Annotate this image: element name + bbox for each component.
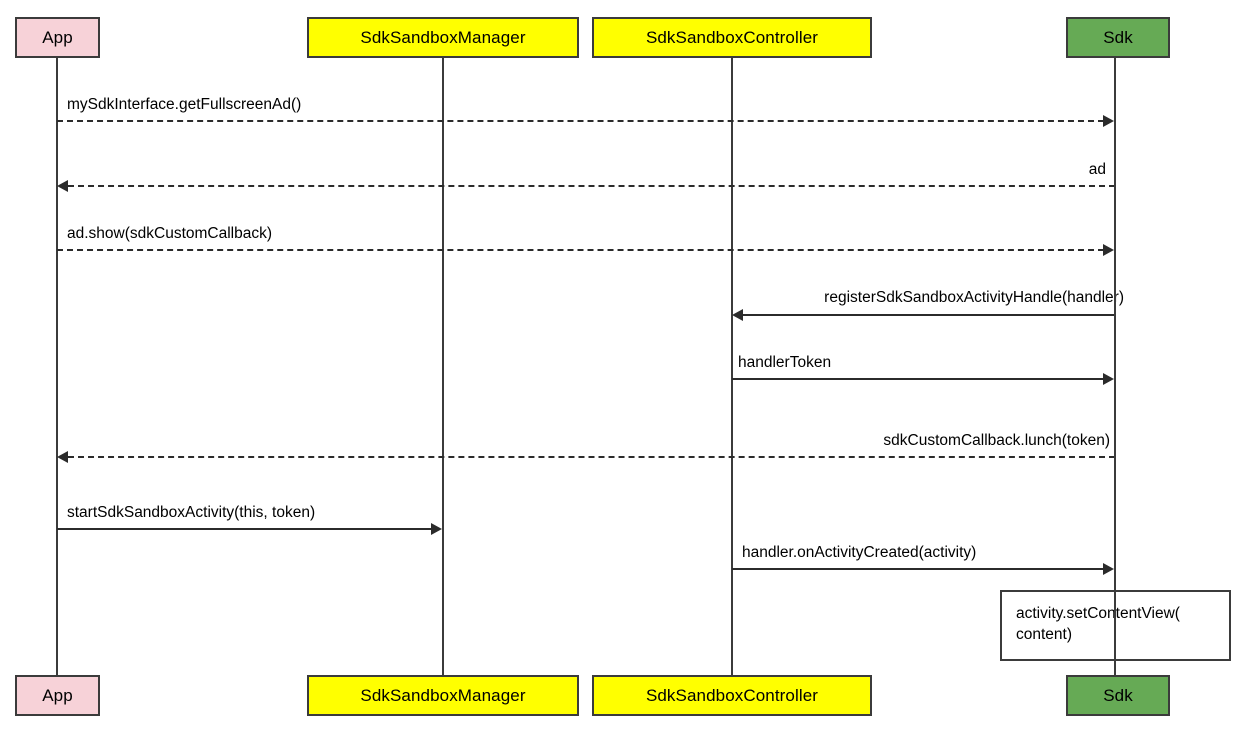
message-label-handler-token: handlerToken <box>738 354 832 371</box>
participant-foot-label-manager: SdkSandboxManager <box>360 685 526 705</box>
message-arrowhead-on-activity-created <box>1103 563 1114 575</box>
participant-head-controller[interactable]: SdkSandboxController <box>592 17 872 58</box>
participant-head-sdk[interactable]: Sdk <box>1066 17 1170 58</box>
participant-foot-label-controller: SdkSandboxController <box>645 685 819 705</box>
message-arrowhead-ad-show <box>1103 244 1114 256</box>
message-arrowhead-ad <box>57 180 68 192</box>
lifeline-line-sdk <box>1114 58 1116 675</box>
message-arrowhead-custom-callback-lunch <box>57 451 68 463</box>
message-line-get-fullscreen-ad <box>57 120 1104 122</box>
message-line-custom-callback-lunch <box>68 456 1115 458</box>
message-label-on-activity-created: handler.onActivityCreated(activity) <box>742 544 977 561</box>
participant-label-controller: SdkSandboxController <box>645 27 819 47</box>
message-arrowhead-register-activity-handle <box>732 309 743 321</box>
message-label-start-sandbox-activity: startSdkSandboxActivity(this, token) <box>67 504 316 521</box>
lifeline-line-controller <box>731 58 733 675</box>
participant-label-app: App <box>42 27 73 47</box>
message-arrowhead-get-fullscreen-ad <box>1103 115 1114 127</box>
participant-label-manager: SdkSandboxManager <box>360 27 526 47</box>
message-line-start-sandbox-activity <box>57 528 431 530</box>
message-line-register-activity-handle <box>743 314 1115 316</box>
message-line-ad-show <box>57 249 1104 251</box>
lifeline-line-manager <box>442 58 444 675</box>
message-label-register-activity-handle: registerSdkSandboxActivityHandle(handler… <box>824 289 1124 306</box>
participant-head-manager[interactable]: SdkSandboxManager <box>307 17 579 58</box>
message-arrowhead-handler-token <box>1103 373 1114 385</box>
participant-label-sdk: Sdk <box>1103 27 1133 47</box>
participant-foot-label-sdk: Sdk <box>1103 685 1133 705</box>
message-label-get-fullscreen-ad: mySdkInterface.getFullscreenAd() <box>67 96 302 113</box>
participant-head-app[interactable]: App <box>15 17 100 58</box>
message-arrowhead-start-sandbox-activity <box>431 523 442 535</box>
participant-foot-label-app: App <box>42 685 73 705</box>
participant-foot-sdk[interactable]: Sdk <box>1066 675 1170 716</box>
message-line-ad <box>68 185 1115 187</box>
message-label-ad: ad <box>1088 161 1106 178</box>
message-line-handler-token <box>732 378 1104 380</box>
message-label-custom-callback-lunch: sdkCustomCallback.lunch(token) <box>883 432 1110 449</box>
message-label-ad-show: ad.show(sdkCustomCallback) <box>67 225 273 242</box>
participant-foot-controller[interactable]: SdkSandboxController <box>592 675 872 716</box>
participant-foot-manager[interactable]: SdkSandboxManager <box>307 675 579 716</box>
lifeline-line-app <box>56 58 58 675</box>
participant-foot-app[interactable]: App <box>15 675 100 716</box>
message-line-on-activity-created <box>732 568 1104 570</box>
